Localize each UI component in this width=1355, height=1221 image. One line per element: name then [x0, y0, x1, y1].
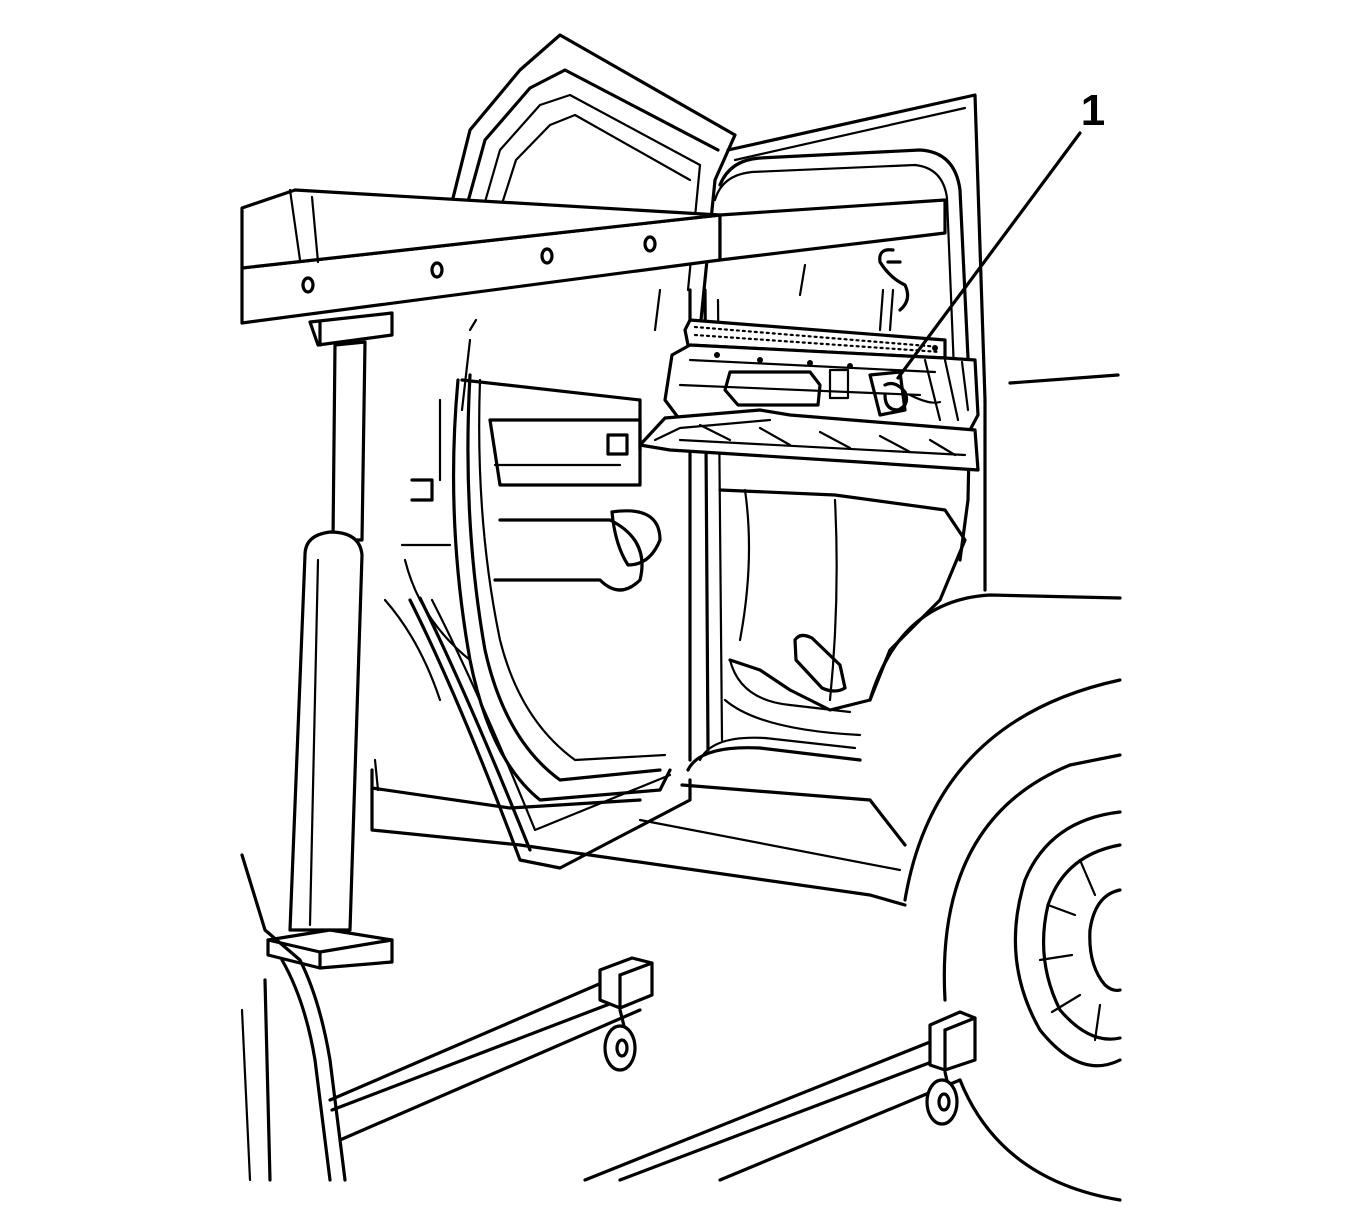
callout-label: 1 [1081, 86, 1105, 135]
callout-1: 1 [896, 86, 1105, 380]
door-module-component [638, 248, 980, 472]
callout-leader-line [896, 131, 1082, 380]
engine-hoist [240, 188, 977, 1182]
rear-wheel [868, 593, 1122, 1202]
rear-door [373, 33, 807, 870]
